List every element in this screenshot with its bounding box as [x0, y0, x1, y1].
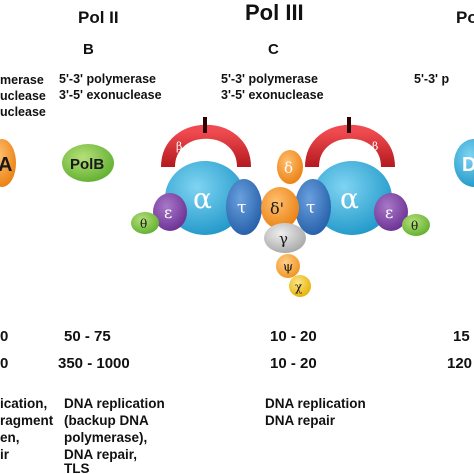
delta-prime-subunit: [261, 187, 299, 229]
gamma-label: γ: [279, 230, 288, 248]
pol2-function-1: 5'-3' polymerase: [59, 72, 156, 86]
polb-label: PolB: [70, 156, 104, 173]
chi-subunit: [289, 275, 311, 297]
pol2-role-2: (backup DNA: [64, 413, 149, 428]
pol3-rate-1: 10 - 20: [270, 328, 317, 345]
alpha-left-label: α: [193, 182, 212, 215]
pol3-letter: C: [268, 41, 279, 58]
left-role-2: ragment: [0, 413, 54, 428]
right-column-title: Po: [456, 8, 474, 27]
pol2-letter: B: [83, 41, 94, 58]
delta-subunit: [277, 150, 303, 184]
left-role-4: ir: [0, 447, 10, 462]
gamma-subunit: [264, 223, 306, 253]
left-function-3: uclease: [0, 105, 46, 119]
right-molecule-label: D: [462, 154, 474, 176]
tau-right: [295, 179, 331, 235]
alpha-right: [312, 161, 392, 235]
theta-left-label: θ: [140, 217, 147, 231]
right-rate-2: 120: [447, 355, 473, 372]
pol2-rate-2: 350 - 1000: [58, 355, 130, 372]
pol3-holoenzyme: β β α α τ τ ε ε θ θ δ: [131, 117, 430, 297]
pol3-role-2: DNA repair: [265, 413, 336, 428]
pol3-rate-2: 10 - 20: [270, 355, 317, 372]
left-role-3: en,: [0, 430, 20, 445]
left-rate-2: 0: [0, 355, 9, 372]
pol2-role-3: polymerase),: [64, 430, 148, 445]
theta-right-label: θ: [411, 219, 418, 233]
pol3-function-1: 5'-3' polymerase: [221, 72, 318, 86]
pol2-role-5: TLS: [64, 461, 90, 474]
chi-label: χ: [295, 280, 303, 294]
theta-left: [131, 212, 159, 234]
right-rate-1: 15: [453, 328, 470, 345]
tau-right-label: τ: [306, 198, 315, 218]
left-function-1: merase: [0, 73, 44, 87]
right-molecule: D: [454, 139, 474, 187]
pol3-title: Pol III: [245, 0, 304, 25]
epsilon-left-label: ε: [164, 203, 172, 222]
left-molecule-label: A: [0, 154, 12, 176]
pol2-role-4: DNA repair,: [64, 447, 138, 462]
tau-left-label: τ: [237, 198, 246, 218]
left-rate-1: 0: [0, 328, 9, 345]
pol2-title: Pol II: [78, 8, 119, 27]
tau-left: [226, 179, 262, 235]
pol2-rate-1: 50 - 75: [64, 328, 111, 345]
delta-prime-label: δ': [270, 199, 284, 218]
psi-subunit: [276, 254, 300, 278]
left-molecule: A: [0, 139, 16, 187]
left-role-1: ication,: [0, 396, 48, 411]
beta-right-label: β: [372, 140, 378, 153]
epsilon-right: [374, 193, 408, 231]
left-function-2: uclease: [0, 89, 46, 103]
delta-label: δ: [284, 159, 293, 177]
beta-left-label: β: [176, 140, 182, 153]
polb-molecule: PolB: [62, 144, 114, 182]
epsilon-right-label: ε: [385, 203, 393, 222]
pol2-role-1: DNA replication: [64, 396, 165, 411]
pol2-function-2: 3'-5' exonuclease: [59, 88, 162, 102]
theta-right: [402, 214, 430, 236]
epsilon-left: [153, 193, 187, 231]
pol3-function-2: 3'-5' exonuclease: [221, 88, 324, 102]
alpha-right-label: α: [340, 182, 359, 215]
right-function-1: 5'-3' p: [414, 72, 450, 86]
pol3-role-1: DNA replication: [265, 396, 366, 411]
psi-label: ψ: [283, 260, 293, 275]
